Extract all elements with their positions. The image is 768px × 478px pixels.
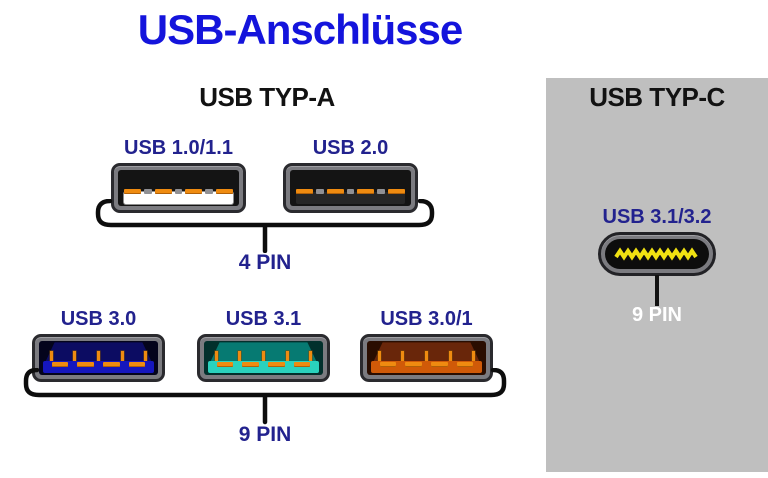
usb-1011-label: USB 1.0/1.1 (124, 137, 233, 159)
page-title: USB-Anschlüsse (137, 6, 463, 53)
connector-shell (111, 163, 246, 213)
four-pin-bracket (95, 199, 435, 253)
connector-posts (377, 351, 476, 363)
connector-opening (39, 341, 158, 375)
connector-pins (124, 188, 233, 194)
usb-c-pins (614, 247, 698, 261)
nine-pin-bracket (23, 368, 507, 425)
usb-301-label: USB 3.0/1 (380, 308, 473, 330)
connector-shell (360, 334, 493, 382)
connector-pins (47, 361, 150, 367)
connector-tongue (42, 360, 155, 374)
usb-30-connector: USB 3.0 (32, 308, 165, 382)
connector-posts (214, 351, 313, 363)
usb-c-pin-label: 9 PIN (631, 304, 683, 326)
connector-tongue (207, 360, 320, 374)
connector-opening (204, 341, 323, 375)
type-a-heading: USB TYP-A (199, 82, 335, 112)
usb-31-label: USB 3.1 (225, 308, 302, 330)
usb-31-connector: USB 3.1 (197, 308, 330, 382)
usb-c-pin-line (655, 275, 659, 306)
usb-301-connector: USB 3.0/1 (360, 308, 493, 382)
usb-c-label: USB 3.1/3.2 (602, 206, 712, 228)
usb-c-connector: USB 3.1/3.2 (598, 206, 716, 276)
connector-pins (212, 361, 315, 367)
connector-tongue (124, 188, 233, 204)
connector-shell (598, 232, 716, 276)
usb-20-label: USB 2.0 (312, 137, 389, 159)
type-c-heading: USB TYP-C (589, 82, 725, 112)
usb-30-label: USB 3.0 (60, 308, 137, 330)
connector-pins (296, 188, 405, 194)
usb-20-connector: USB 2.0 (283, 137, 418, 213)
connector-opening (367, 341, 486, 375)
connector-shell (283, 163, 418, 213)
four-pin-label: 4 PIN (238, 251, 292, 274)
connector-tongue (370, 360, 483, 374)
connector-posts (49, 351, 148, 363)
connector-shell (197, 334, 330, 382)
connector-opening (118, 170, 239, 206)
connector-tongue (296, 188, 405, 204)
connector-opening (605, 239, 709, 269)
connector-opening (290, 170, 411, 206)
nine-pin-label: 9 PIN (238, 423, 292, 446)
usb-1011-connector: USB 1.0/1.1 (111, 137, 246, 213)
connector-shell (32, 334, 165, 382)
connector-pins (375, 361, 478, 367)
